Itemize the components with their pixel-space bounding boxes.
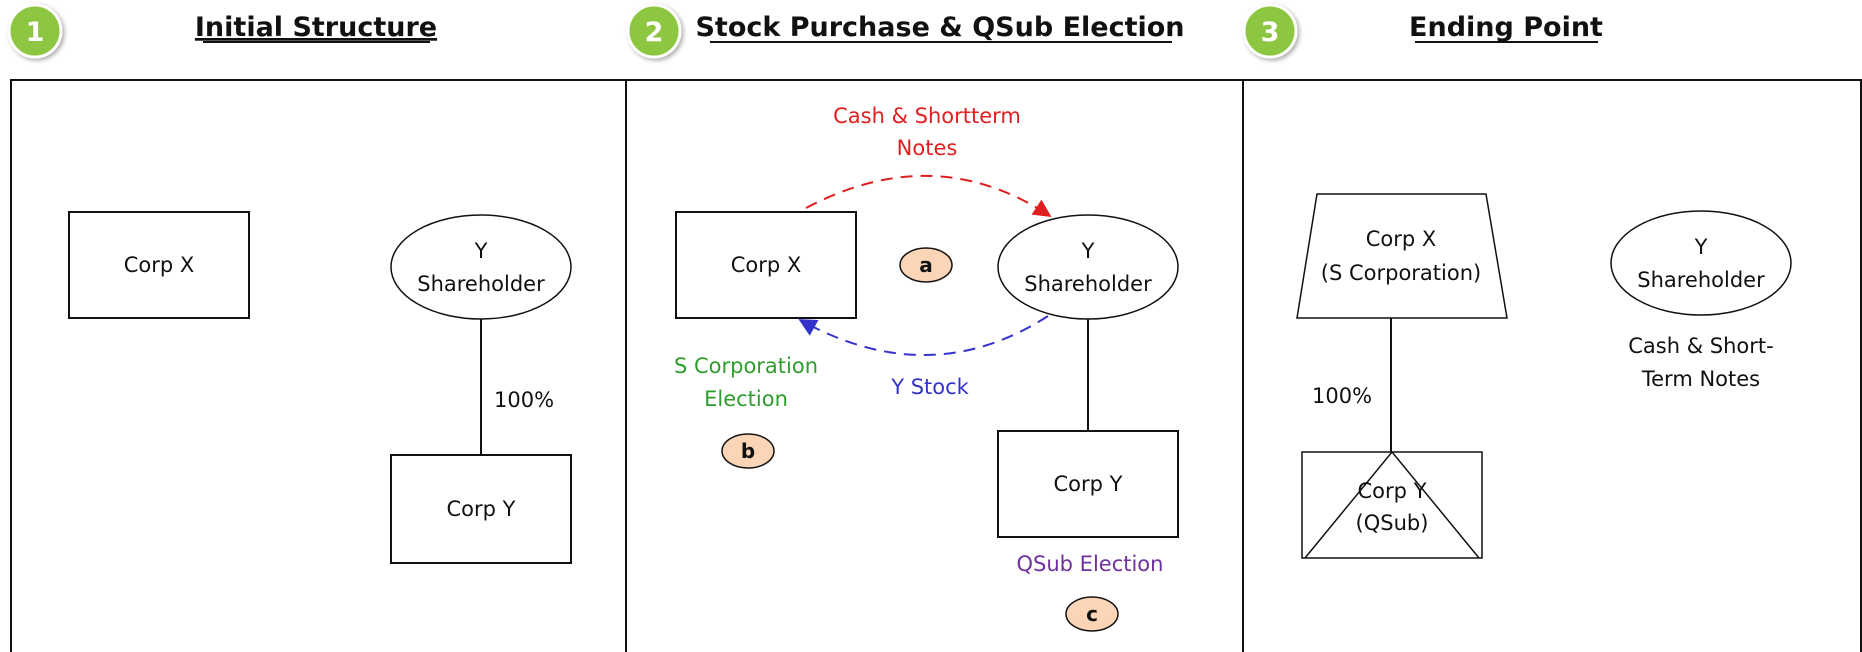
cash-notes-label-line1: Cash & Shortterm (833, 104, 1021, 128)
corp-y-label: Corp Y (447, 497, 516, 521)
panel-ending-point: Corp X (S Corporation) 100% Corp Y (QSub… (1296, 193, 1792, 559)
y-shareholder-label-line2: Shareholder (1024, 272, 1152, 296)
ownership-percent: 100% (1312, 384, 1372, 408)
corp-y-box (390, 454, 572, 564)
y-shareholder-ellipse (997, 214, 1179, 320)
qsub-triangle-mark (1304, 450, 1480, 559)
step-3-badge (1242, 3, 1298, 59)
panel-initial-structure: Corp X Y Shareholder 100% Corp Y (68, 211, 572, 564)
ownership-percent: 100% (494, 388, 554, 412)
shareholder-holdings-line2: Term Notes (1641, 367, 1760, 391)
panel-stock-purchase: Cash & Shortterm Notes Corp X a Y Shareh… (674, 104, 1179, 632)
step-3-number: 3 (1261, 17, 1280, 48)
y-stock-arrow (798, 315, 1049, 356)
corp-x-box (68, 211, 250, 319)
panel-frames (10, 79, 1862, 652)
y-shareholder-label-line1: Y (474, 239, 488, 263)
corp-y-label-line2: (QSub) (1356, 511, 1429, 535)
s-corp-election-label-line2: Election (704, 387, 788, 411)
tag-b-label: b (741, 439, 755, 463)
cash-notes-label-line2: Notes (897, 136, 958, 160)
cash-notes-arrow (805, 174, 1052, 217)
step-1-badge (7, 3, 63, 59)
tag-c-label: c (1086, 602, 1098, 626)
tag-a-label: a (919, 253, 933, 277)
corp-y-qsub-box (1301, 451, 1483, 559)
y-shareholder-ellipse (1610, 210, 1792, 316)
y-shareholder-label-line2: Shareholder (417, 272, 545, 296)
tag-c-badge (1065, 596, 1119, 632)
step-3-header: 3 Ending Point (1242, 3, 1603, 59)
step-2-header: 2 Stock Purchase & QSub Election (626, 3, 1185, 59)
corp-x-label: Corp X (731, 253, 802, 277)
step-2-badge (626, 3, 682, 59)
step-1-title: Initial Structure (195, 12, 437, 43)
shareholder-holdings-line1: Cash & Short- (1628, 334, 1773, 358)
y-shareholder-label-line2: Shareholder (1637, 268, 1765, 292)
tag-a-badge (899, 247, 953, 283)
corp-y-label: Corp Y (1054, 472, 1123, 496)
corp-y-label-line1: Corp Y (1358, 479, 1427, 503)
corp-x-box (675, 211, 857, 319)
panel-frame-outer (10, 79, 1862, 652)
corp-y-box (997, 430, 1179, 538)
qsub-election-label: QSub Election (1017, 552, 1164, 576)
step-2-number: 2 (645, 17, 664, 48)
y-shareholder-ellipse (390, 214, 572, 320)
y-stock-label: Y Stock (890, 375, 969, 399)
tag-b-badge (721, 433, 775, 469)
step-1-number: 1 (26, 17, 45, 48)
y-shareholder-label-line1: Y (1694, 235, 1708, 259)
corp-x-label: Corp X (124, 253, 195, 277)
step-2-title: Stock Purchase & QSub Election (695, 12, 1184, 43)
corp-x-label-line1: Corp X (1366, 227, 1437, 251)
s-corp-election-label-line1: S Corporation (674, 354, 818, 378)
corp-x-s-corp-trapezoid (1296, 193, 1508, 319)
y-shareholder-label-line1: Y (1081, 239, 1095, 263)
step-1-header: 1 Initial Structure (7, 3, 437, 59)
corp-x-label-line2: (S Corporation) (1321, 261, 1481, 285)
step-3-title: Ending Point (1409, 12, 1603, 43)
